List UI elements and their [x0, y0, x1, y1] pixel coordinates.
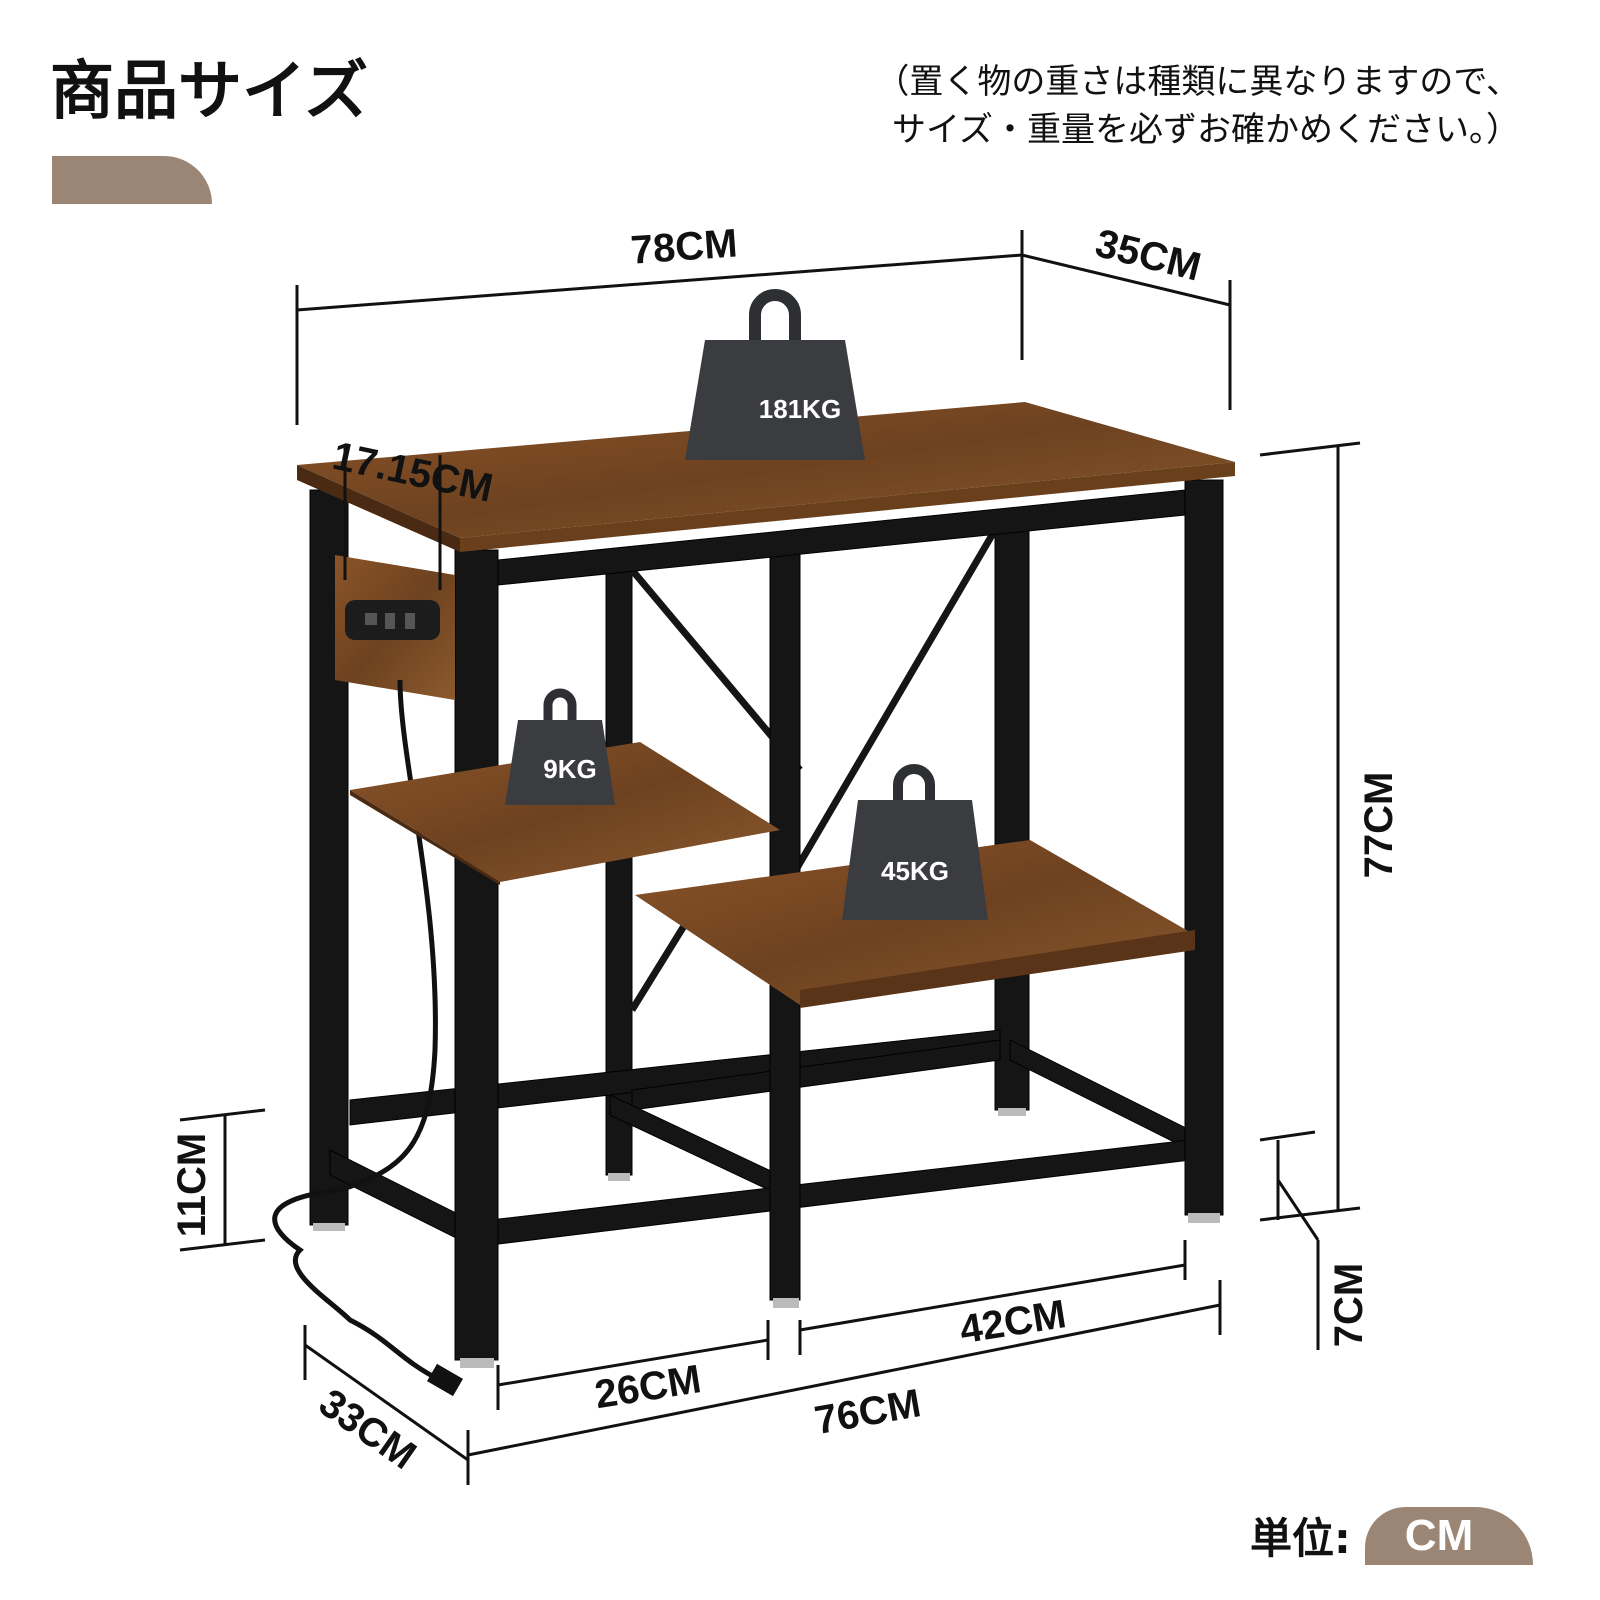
- weight-label-lower: 45KG: [881, 856, 949, 886]
- power-cord: [272, 679, 442, 1383]
- upper-shelf: [350, 742, 780, 882]
- dim-clearance: 11CM: [170, 1133, 214, 1238]
- weight-note: （置く物の重さは種類に異なりますので、 サイズ・重量を必ずお確かめください。）: [875, 58, 1520, 154]
- power-strip-panel: [272, 555, 463, 1397]
- plug-icon: [427, 1363, 463, 1397]
- note-line-1: （置く物の重さは種類に異なりますので、: [875, 62, 1520, 102]
- weight-icon-upper-shelf: 9KG: [505, 688, 615, 805]
- title-accent-bar: [52, 156, 212, 204]
- dim-base-depth: 33CM: [311, 1381, 424, 1478]
- dim-height: 77CM: [1357, 772, 1401, 879]
- unit-indicator: 単位: CM: [1250, 1505, 1534, 1566]
- dimension-lines: [179, 230, 1361, 1485]
- table-top: [297, 402, 1235, 538]
- weight-label-top: 181KG: [759, 394, 841, 424]
- unit-label: 単位:: [1250, 1514, 1351, 1563]
- dim-top-width: 78CM: [629, 221, 739, 272]
- weight-label-upper: 9KG: [543, 754, 596, 784]
- dim-base-width: 76CM: [811, 1381, 924, 1443]
- note-line-2: サイズ・重量を必ずお確かめください。）: [892, 110, 1520, 150]
- page-title: 商品サイズ: [50, 55, 369, 129]
- lower-shelf: [635, 840, 1195, 1005]
- dim-top-depth: 35CM: [1091, 221, 1205, 290]
- weight-icon-lower-shelf: 45KG: [842, 764, 988, 920]
- unit-badge: CM: [1364, 1506, 1534, 1565]
- weight-icon-top: 181KG: [685, 289, 865, 460]
- dim-foot-height: 7CM: [1327, 1263, 1371, 1347]
- leveling-feet: [313, 1108, 1220, 1368]
